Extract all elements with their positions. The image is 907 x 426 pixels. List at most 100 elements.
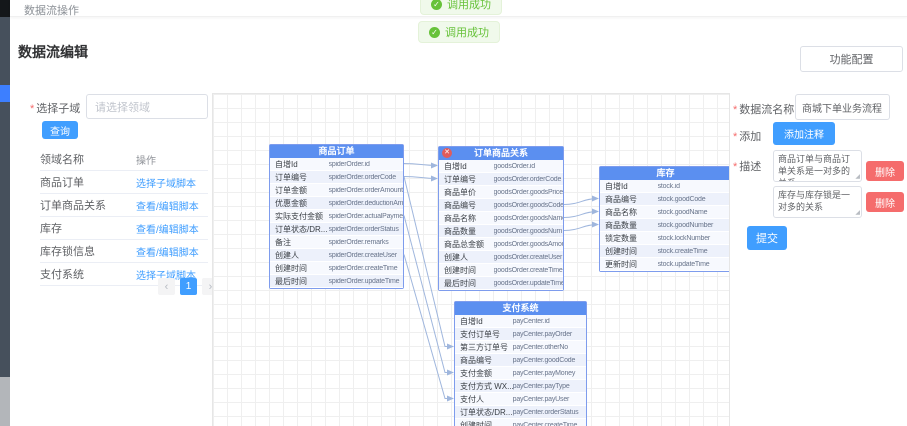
field-label: 商品总金额 — [444, 239, 484, 249]
field-label: 备注 — [275, 237, 291, 247]
field-mapping: spiderOrder.orderCode — [328, 173, 397, 181]
check-circle-icon: ✓ — [429, 26, 440, 38]
domain-name: 库存锁信息 — [40, 246, 95, 258]
domain-table-body: 商品订单选择子域脚本订单商品关系查看/编辑脚本库存查看/编辑脚本库存锁信息查看/… — [40, 171, 208, 286]
field-label: 商品数量 — [444, 226, 476, 236]
connector-spiderOrder-goodsOrder — [403, 162, 438, 169]
field-mapping: spiderOrder.orderAmount — [328, 186, 403, 194]
resize-grip-icon[interactable]: ◢ — [855, 209, 860, 216]
domain-action-link[interactable]: 选择子域脚本 — [136, 178, 196, 190]
field-mapping: stock.id — [657, 182, 680, 190]
description-textarea-2[interactable]: 库存与库存锁是一对多的关系 ◢ — [773, 186, 862, 218]
entity-title: 支付系统 — [455, 302, 586, 315]
dataflow-name-value: 商城下单业务流程 — [802, 103, 882, 115]
description-textarea-1[interactable]: 商品订单与商品订单关系是一对多的关系 ◢ — [773, 150, 862, 182]
add-annotation-button[interactable]: 添加注释 — [773, 122, 835, 145]
field-mapping: goodsOrder.goodsName — [493, 214, 563, 222]
function-config-button[interactable]: 功能配置 — [800, 46, 903, 72]
resize-grip-icon[interactable]: ◢ — [855, 173, 860, 180]
connector-goodsOrder-stock — [563, 221, 599, 231]
field-label: 商品编号 — [605, 194, 637, 204]
required-asterisk: * — [733, 104, 738, 116]
field-mapping: spiderOrder.id — [328, 160, 370, 168]
entity-field-row[interactable]: 订单状态/DR...spiderOrder.orderStatus — [270, 223, 403, 236]
field-label: 创建时间 — [444, 265, 476, 275]
error-badge-icon[interactable]: ✕ — [442, 148, 452, 158]
entity-field-row[interactable]: 支付方式 WX...payCenter.payType — [455, 380, 586, 393]
connector-spiderOrder-goodsOrder — [403, 175, 438, 182]
subdomain-select-input[interactable]: 请选择领域 — [86, 94, 208, 119]
field-mapping: stock.createTime — [657, 247, 708, 255]
domain-table-header: 领域名称 操作 — [40, 148, 208, 171]
field-mapping: goodsOrder.goodsCode — [493, 201, 563, 209]
domain-action-link[interactable]: 查看/编辑脚本 — [136, 201, 199, 213]
prev-page-button[interactable]: ‹ — [158, 278, 175, 295]
dataflow-name-label: *数据流名称 — [733, 104, 795, 116]
page-1-button[interactable]: 1 — [180, 278, 197, 295]
nav-active-item-strip[interactable] — [0, 85, 10, 102]
delete-description-2-button[interactable]: 删除 — [866, 192, 904, 212]
field-mapping: payCenter.payType — [512, 382, 570, 390]
entity-field-row[interactable]: 订单状态/DR...payCenter.orderStatus — [455, 406, 586, 419]
domain-action-link[interactable]: 选择子域脚本 — [136, 270, 196, 282]
field-label: 自增Id — [460, 316, 483, 326]
domain-action-link[interactable]: 查看/编辑脚本 — [136, 224, 199, 236]
field-mapping: spiderOrder.createTime — [328, 264, 398, 272]
query-button[interactable]: 查询 — [42, 121, 78, 139]
entity-title: 商品订单 — [270, 145, 403, 158]
delete-description-1-button[interactable]: 删除 — [866, 161, 904, 181]
field-mapping: payCenter.id — [512, 317, 550, 325]
field-label: 更新时间 — [605, 259, 637, 269]
domain-action-link[interactable]: 查看/编辑脚本 — [136, 247, 199, 259]
field-label: 第三方订单号 — [460, 342, 508, 352]
field-label: 商品数量 — [605, 220, 637, 230]
required-asterisk: * — [30, 103, 35, 115]
entity-field-row[interactable]: 自增Id payCenter.id — [455, 315, 586, 328]
nav-rail-footer — [0, 377, 10, 426]
toast-success-1: ✓ 调用成功 — [420, 0, 502, 15]
collapsed-nav-rail[interactable] — [0, 0, 10, 426]
toast-message: 调用成功 — [445, 27, 489, 39]
toast-message: 调用成功 — [447, 0, 491, 11]
field-label: 订单编号 — [444, 174, 476, 184]
submit-button[interactable]: 提交 — [747, 226, 787, 250]
dataflow-name-input[interactable]: 商城下单业务流程 — [795, 94, 890, 120]
